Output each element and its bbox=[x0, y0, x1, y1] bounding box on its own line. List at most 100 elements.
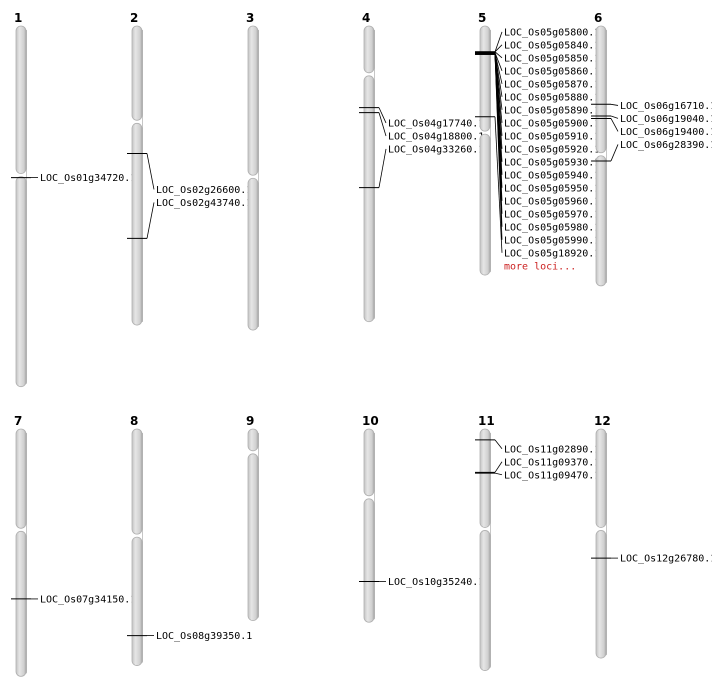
chromosome-q-arm bbox=[479, 530, 491, 671]
gene-label[interactable]: LOC_Os06g28390.1 bbox=[620, 140, 712, 151]
gene-connector bbox=[494, 461, 503, 473]
chromosome-q-arm bbox=[131, 122, 143, 326]
gene-connector bbox=[610, 103, 619, 106]
chromosome-3: 3 bbox=[246, 11, 260, 331]
chromosome-5: 5LOC_Os05g05800.1LOC_Os05g05840.1LOC_Os0… bbox=[475, 11, 600, 276]
gene-label[interactable]: LOC_Os05g05910.1 bbox=[504, 131, 600, 142]
chromosome-number: 5 bbox=[478, 11, 486, 25]
chromosome-q-arm bbox=[595, 155, 607, 287]
chromosome-q-arm bbox=[595, 530, 607, 659]
gene-label[interactable]: LOC_Os05g18920.1 bbox=[504, 248, 600, 259]
gene-label[interactable]: LOC_Os04g33260.1 bbox=[388, 144, 484, 155]
chromosome-p-arm bbox=[479, 428, 491, 528]
chromosome-number: 1 bbox=[14, 11, 22, 25]
gene-label[interactable]: LOC_Os07g34150.1 bbox=[40, 594, 136, 605]
gene-label[interactable]: LOC_Os05g05860.1 bbox=[504, 66, 600, 77]
chromosome-layer: 1LOC_Os01g34720.12LOC_Os02g26600.1LOC_Os… bbox=[11, 11, 712, 677]
gene-label[interactable]: LOC_Os05g05950.1 bbox=[504, 183, 600, 194]
gene-label[interactable]: LOC_Os06g16710.1 bbox=[620, 101, 712, 112]
gene-label[interactable]: LOC_Os05g05990.1 bbox=[504, 235, 600, 246]
gene-label[interactable]: LOC_Os11g02890.1 bbox=[504, 444, 600, 455]
gene-label[interactable]: LOC_Os05g05890.1 bbox=[504, 105, 600, 116]
chromosome-number: 12 bbox=[594, 414, 611, 428]
gene-label[interactable]: LOC_Os05g05880.1 bbox=[504, 92, 600, 103]
gene-label[interactable]: LOC_Os02g43740.1 bbox=[156, 198, 252, 209]
gene-connector bbox=[610, 118, 619, 132]
chromosome-p-arm bbox=[595, 25, 607, 154]
gene-label[interactable]: LOC_Os05g05840.1 bbox=[504, 40, 600, 51]
gene-label[interactable]: LOC_Os04g17740.1 bbox=[388, 118, 484, 129]
gene-connector bbox=[146, 153, 155, 190]
chromosome-q-arm bbox=[479, 133, 491, 276]
gene-connector bbox=[494, 439, 503, 450]
gene-label[interactable]: LOC_Os05g05960.1 bbox=[504, 196, 600, 207]
chromosome-number: 3 bbox=[246, 11, 254, 25]
gene-connector bbox=[146, 202, 155, 239]
more-loci-link[interactable]: more loci... bbox=[504, 261, 576, 272]
chromosome-4: 4LOC_Os04g17740.1LOC_Os04g18800.1LOC_Os0… bbox=[359, 11, 484, 323]
chromosome-p-arm bbox=[363, 25, 375, 74]
chromosome-number: 2 bbox=[130, 11, 138, 25]
chromosome-q-arm bbox=[247, 453, 259, 621]
gene-label[interactable]: LOC_Os05g05850.1 bbox=[504, 53, 600, 64]
chromosome-q-arm bbox=[131, 536, 143, 666]
gene-label[interactable]: LOC_Os05g05920.1 bbox=[504, 144, 600, 155]
chromosome-number: 4 bbox=[362, 11, 370, 25]
gene-label[interactable]: LOC_Os05g05930.1 bbox=[504, 157, 600, 168]
gene-connector bbox=[494, 54, 503, 240]
gene-label[interactable]: LOC_Os05g05800.1 bbox=[504, 27, 600, 38]
gene-connector bbox=[610, 115, 619, 119]
gene-connector bbox=[494, 31, 503, 52]
gene-label[interactable]: LOC_Os05g05870.1 bbox=[504, 79, 600, 90]
gene-label[interactable]: LOC_Os05g05900.1 bbox=[504, 118, 600, 129]
chromosome-9: 9 bbox=[246, 414, 260, 621]
chromosome-number: 10 bbox=[362, 414, 379, 428]
chromosome-11: 11LOC_Os11g02890.1LOC_Os11g09370.1LOC_Os… bbox=[475, 414, 600, 671]
gene-connector bbox=[494, 52, 503, 71]
chromosome-p-arm bbox=[131, 25, 143, 121]
gene-label[interactable]: LOC_Os12g26780.1 bbox=[620, 554, 712, 565]
gene-label[interactable]: LOC_Os11g09470.1 bbox=[504, 470, 600, 481]
gene-connector bbox=[494, 472, 503, 476]
chromosome-number: 6 bbox=[594, 11, 602, 25]
chromosome-number: 7 bbox=[14, 414, 22, 428]
gene-label[interactable]: LOC_Os04g18800.1 bbox=[388, 131, 484, 142]
gene-connector bbox=[494, 116, 503, 253]
chromosome-number: 9 bbox=[246, 414, 254, 428]
chromosome-q-arm bbox=[15, 530, 27, 677]
chromosome-p-arm bbox=[247, 25, 259, 176]
chromosome-p-arm bbox=[595, 428, 607, 528]
gene-label[interactable]: LOC_Os02g26600.1 bbox=[156, 185, 252, 196]
gene-label[interactable]: LOC_Os06g19400.1 bbox=[620, 127, 712, 138]
chromosome-p-arm bbox=[131, 428, 143, 535]
gene-label[interactable]: LOC_Os05g05970.1 bbox=[504, 209, 600, 220]
chromosome-q-arm bbox=[15, 176, 27, 388]
chromosome-q-arm bbox=[363, 498, 375, 623]
gene-label[interactable]: LOC_Os11g09370.1 bbox=[504, 457, 600, 468]
chromosome-q-arm bbox=[363, 75, 375, 323]
gene-connector bbox=[610, 144, 619, 162]
gene-connector bbox=[378, 112, 387, 137]
gene-label[interactable]: LOC_Os05g05940.1 bbox=[504, 170, 600, 181]
gene-connector bbox=[494, 51, 503, 59]
chromosome-p-arm bbox=[479, 25, 491, 132]
chromosome-p-arm bbox=[15, 25, 27, 175]
gene-label[interactable]: LOC_Os10g35240.1 bbox=[388, 577, 484, 588]
gene-connector bbox=[378, 148, 387, 188]
gene-label[interactable]: LOC_Os08g39350.1 bbox=[156, 631, 252, 642]
gene-connector bbox=[378, 107, 387, 124]
chromosome-p-arm bbox=[15, 428, 27, 529]
gene-label[interactable]: LOC_Os05g05980.1 bbox=[504, 222, 600, 233]
chromosome-p-arm bbox=[363, 428, 375, 497]
chromosome-number: 8 bbox=[130, 414, 138, 428]
chromosome-p-arm bbox=[247, 428, 259, 452]
gene-label[interactable]: LOC_Os01g34720.1 bbox=[40, 173, 136, 184]
gene-label[interactable]: LOC_Os06g19040.1 bbox=[620, 114, 712, 125]
